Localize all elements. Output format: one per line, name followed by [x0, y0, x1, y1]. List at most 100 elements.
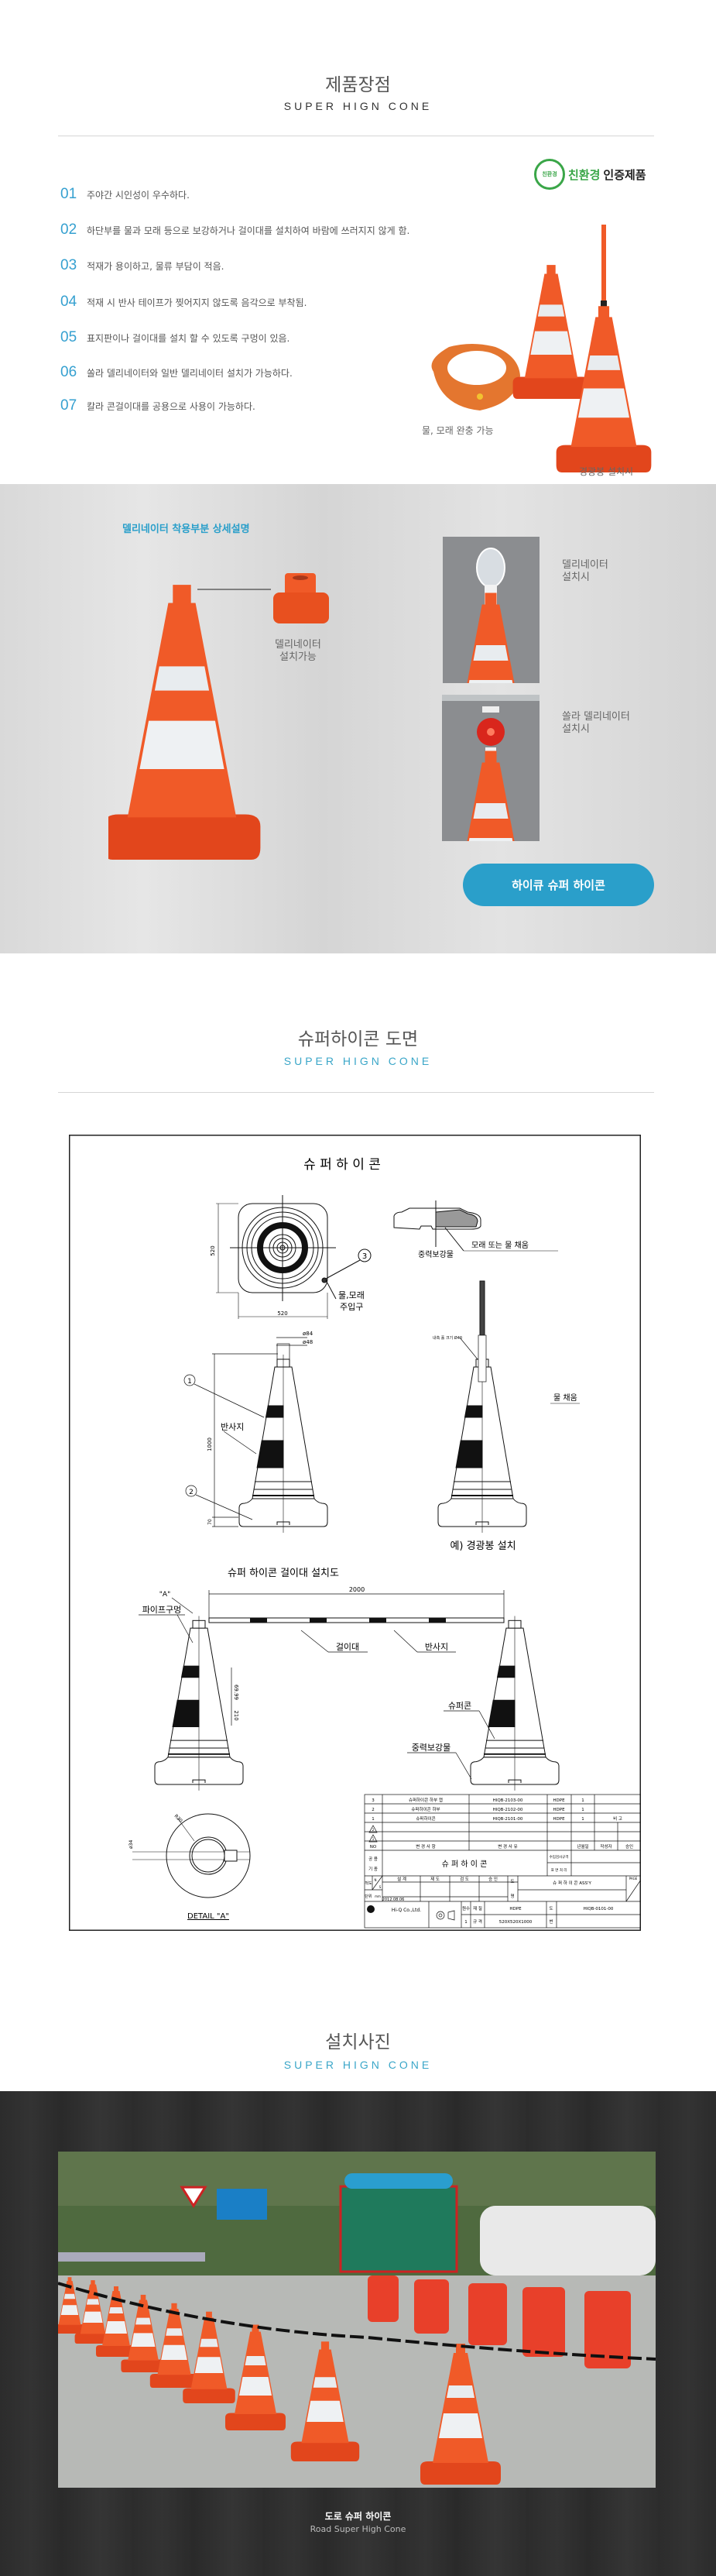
bar-label: 걸이대 [336, 1642, 359, 1652]
part-name: 슈퍼하이콘 [416, 1815, 435, 1822]
light-pole-drawing [479, 1280, 485, 1336]
inlet-label: 물,모래 [338, 1290, 365, 1300]
dim-width: 520 [277, 1310, 287, 1317]
photo-delineator-installed [443, 537, 540, 683]
light-pole [601, 225, 606, 310]
marker-1: 1 [187, 1378, 192, 1386]
part-no: 1 [372, 1817, 375, 1822]
spec-value: 520X520X1000 [499, 1920, 533, 1925]
title-block-grid [364, 1794, 641, 1929]
detail-a-label: DETAIL "A" [187, 1912, 229, 1921]
caption-sand-fill: 물, 모래 완충 가능 [422, 425, 494, 436]
eco-seal-text: 친환경 [542, 171, 557, 177]
company-logo-icon [367, 1905, 375, 1913]
caption-light-pole: 경광봉 설치시 [579, 466, 634, 477]
eco-label-dark: 인증제품 [603, 167, 646, 182]
dim-band-gap: 69.99 [233, 1685, 239, 1700]
part-qty: 1 [581, 1808, 584, 1812]
top-view [216, 1195, 372, 1319]
photo2-label: 쏠라 델리네이터 설치시 [562, 711, 630, 736]
photo1-label: 델리네이터 설치시 [562, 559, 608, 584]
road-installation-photo [58, 2152, 656, 2488]
span-dimension [208, 1590, 505, 1620]
divider [58, 1092, 654, 1093]
part-code: HIQB-2102-00 [493, 1808, 523, 1812]
technical-drawing: 슈 퍼 하 이 콘 520 520 3 물,모래 주입구 중력보강물 모래 또는… [69, 1135, 641, 1931]
cap-label-line: 델리네이터 [275, 639, 321, 651]
part-material: HDPE [553, 1817, 565, 1822]
barrier-leaders [139, 1597, 495, 1780]
inspect-label: 수입검사규격 [550, 1854, 569, 1860]
pole-socket [459, 1334, 487, 1382]
feature-text: 칼라 콘걸이대를 공용으로 사용이 가능하다. [87, 401, 255, 412]
reflect2-label: 반사지 [425, 1642, 448, 1652]
part-name: 슈퍼하이콘 하부 캡 [409, 1797, 443, 1803]
feature-number: 04 [60, 294, 77, 310]
header-reason: 변 경 사 유 [498, 1843, 518, 1850]
detail-a-view [132, 1813, 251, 1898]
header-author: 작성자 [600, 1843, 612, 1850]
surface-label: 표 면 처 리 [551, 1867, 567, 1873]
base-section-view [393, 1200, 558, 1252]
features-title: 제품장점 [325, 75, 391, 95]
part-no: 2 [372, 1808, 375, 1812]
part-code: HIQB-2101-00 [493, 1817, 523, 1822]
water-barriers [368, 2275, 631, 2368]
company-name: Hi-Q Co.,Ltd. [392, 1908, 421, 1913]
feature-text: 주야간 시인성이 우수하다. [87, 190, 190, 201]
part-remark: 비 고 [613, 1815, 622, 1822]
barrier-chain [58, 2282, 656, 2361]
gravity2-label: 중력보강물 [412, 1743, 451, 1753]
feature-number: 01 [60, 186, 77, 202]
marker-3: 3 [362, 1252, 367, 1261]
ns-s: S [379, 1885, 382, 1889]
photo2-label-line: 설치시 [562, 723, 590, 735]
feature-number: 05 [60, 329, 77, 345]
feature-text: 적재 시 반사 테이프가 찢어지지 않도록 음각으로 부착됨. [87, 297, 307, 308]
material-value: HDPE [509, 1907, 522, 1911]
model-label: 기 종 [368, 1866, 378, 1872]
hole-size-label: 내측 홀 크기 Ø40 [433, 1335, 462, 1341]
photo-caption-ko: 도로 슈퍼 하이콘 [324, 2511, 392, 2522]
photo-caption-en: Road Super High Cone [310, 2524, 406, 2534]
cone-base-ring [431, 344, 520, 410]
delineator-heading: 델리네이터 착용부분 상세설명 [122, 524, 250, 535]
dim-span: 2000 [349, 1586, 365, 1593]
qty-label: 원수 [462, 1905, 470, 1911]
delineator-cone-image [108, 573, 329, 860]
example-label: 예) 경광봉 설치 [450, 1540, 516, 1552]
small-cone [512, 265, 590, 399]
dwg-no-label: 도 [549, 1906, 553, 1911]
reflect-label: 반사지 [221, 1422, 244, 1432]
scale-label: 척도 [365, 1880, 372, 1886]
unit-value: mm [375, 1894, 381, 1898]
ns-n: N [375, 1878, 377, 1882]
drawing-number: HIQB-0101-00 [584, 1907, 614, 1911]
dim-d48: ø48 [303, 1339, 313, 1345]
delineator-cap [273, 573, 329, 623]
feature-item: 01 주야간 시인성이 우수하다. [60, 186, 190, 203]
dim-height: 1000 [207, 1437, 213, 1451]
drawing-section-subtitle: SUPER HIGN CONE [283, 1055, 433, 1067]
dim-base-height: 70 [207, 1519, 213, 1525]
unit-label: 단위 [365, 1894, 372, 1899]
do-label: 도 [510, 1879, 514, 1884]
myeong-label: 명 [510, 1894, 514, 1899]
large-cone [108, 585, 261, 860]
title-block-parts: 3 슈퍼하이콘 하부 캡 HIQB-2103-00 HDPE 1 2 슈퍼하이콘… [365, 1797, 637, 1925]
barrier-bar [208, 1617, 505, 1623]
qty-value: 1 [464, 1920, 468, 1925]
photo2-label-line: 쏠라 델리네이터 [562, 711, 630, 723]
hiq-super-hicone-button[interactable]: 하이큐 슈퍼 하이콘 [463, 864, 654, 906]
part-no: 3 [372, 1798, 375, 1803]
a-mark: "A" [159, 1591, 170, 1599]
barrier-title: 슈퍼 하이콘 걸이대 설치도 [228, 1568, 339, 1579]
feature-number: 06 [60, 364, 77, 380]
water-label: 물 채움 [553, 1393, 577, 1403]
drawing-frame [69, 1135, 641, 1931]
part-name: 슈퍼하이콘 하부 [411, 1806, 440, 1812]
feature-item: 04 적재 시 반사 테이프가 찢어지지 않도록 음각으로 부착됨. [60, 294, 307, 311]
